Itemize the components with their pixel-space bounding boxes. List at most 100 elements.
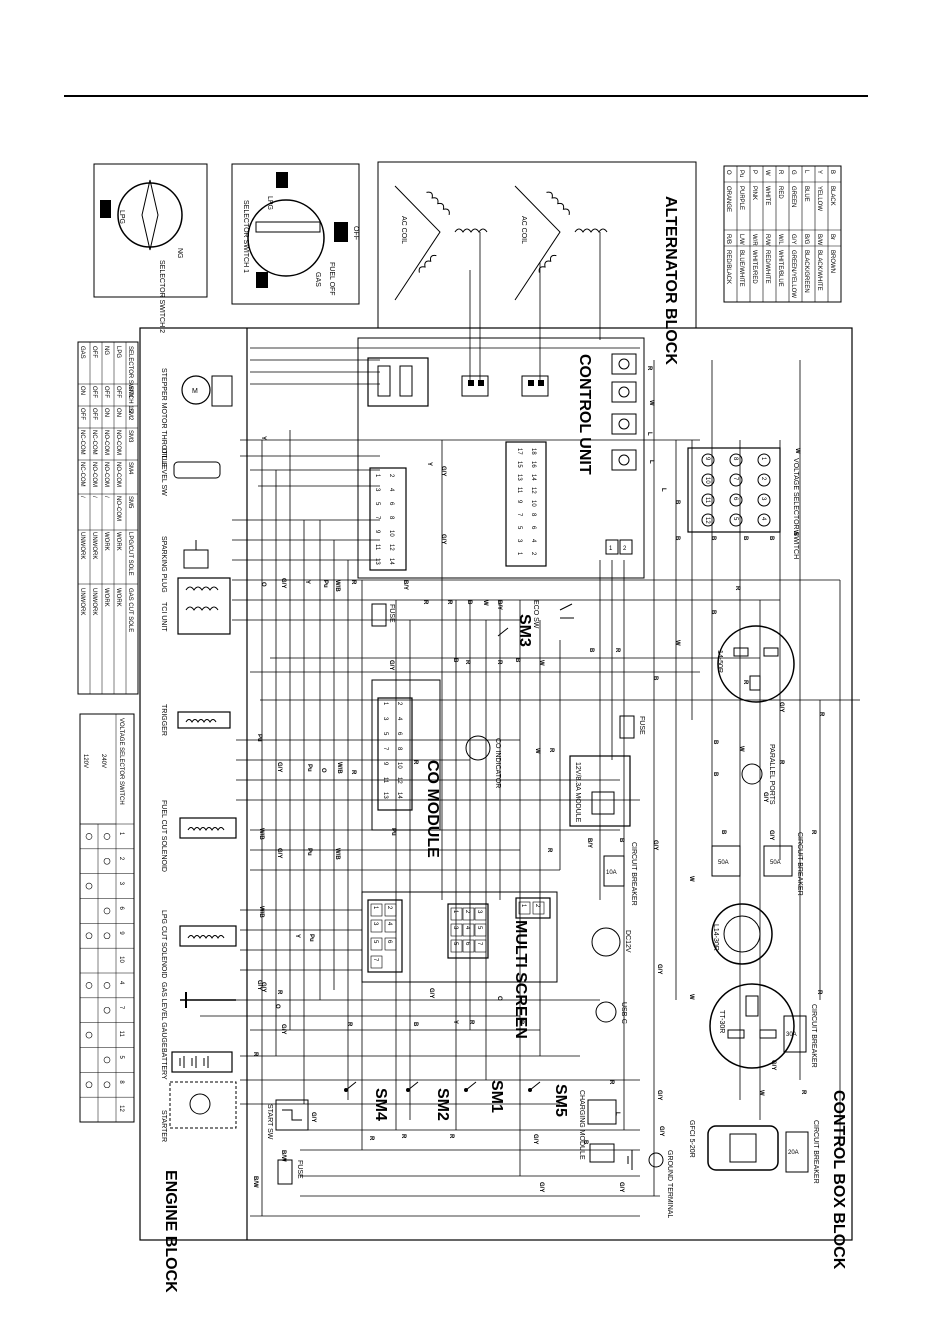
table-cell: OFF — [91, 346, 97, 358]
start-switch: START SW FUSE — [266, 1099, 309, 1185]
pin: 2 — [396, 702, 402, 706]
table-cell: UNWORK — [79, 588, 85, 615]
wire-code: G/Y — [768, 830, 774, 840]
pin: 6 — [396, 732, 402, 736]
control-box-title: CONTROL BOX BLOCK — [830, 1090, 847, 1270]
svg-text:14-50R: 14-50R — [716, 650, 723, 673]
wire-code: G/Y — [428, 988, 434, 998]
legend-cell: YELLOW — [816, 186, 822, 211]
wire-code: G/Y — [656, 1090, 662, 1100]
wire-code: W/B — [258, 828, 264, 840]
circuit-breaker-50a: 50A 50A CIRCUIT BREAKER — [711, 832, 803, 896]
svg-text:FUSE: FUSE — [388, 604, 395, 623]
wire-code: W — [794, 448, 800, 454]
pin: 1 — [520, 904, 526, 908]
charging-module: CHARGING MODULE — [578, 1090, 617, 1163]
svg-text:10A: 10A — [606, 870, 617, 876]
legend-cell: B/G — [803, 234, 809, 245]
wire-code: G/Y — [778, 702, 784, 712]
pin: 10 — [530, 500, 536, 507]
voltage-col: 5 — [118, 1056, 124, 1060]
legend-cell: GREEN/YELLOW — [790, 250, 796, 298]
wire-code: G/Y — [280, 578, 286, 588]
alternator-block: ALTERNATOR BLOCK AC COIL AC COIL — [377, 161, 697, 380]
table-cell: LPG — [115, 346, 121, 358]
sm4-label: SM4 — [372, 1088, 389, 1121]
oil-level-sw: OIL LEVEL SW — [160, 448, 221, 496]
battery: BATTERY — [160, 1048, 233, 1080]
wire-code: Pu — [390, 828, 396, 836]
wire-code: B — [412, 1022, 418, 1027]
wire-code: B — [518, 1020, 524, 1025]
co-indicator: CO INDICATOR — [465, 735, 501, 788]
table-cell: NO-COM — [115, 462, 121, 487]
wire-code: L — [646, 432, 652, 436]
table-cell: NC-COM — [79, 462, 85, 487]
wire-code: G/Y — [538, 1182, 544, 1192]
pin: 1 — [760, 457, 766, 461]
wire-code: B — [768, 536, 774, 541]
table-cell: WORK — [115, 532, 121, 551]
legend-cell: Pu — [738, 170, 744, 177]
wire-code: R — [548, 748, 554, 753]
wire-code: B — [674, 500, 680, 505]
svg-text:OIL LEVEL SW: OIL LEVEL SW — [160, 448, 167, 496]
svg-text:NG: NG — [176, 248, 183, 259]
legend-cell: B — [829, 170, 835, 174]
pin: 4 — [386, 922, 392, 926]
legend-cell: Y — [816, 170, 822, 174]
table-cell: ON — [103, 408, 109, 417]
wire-code: B — [742, 536, 748, 541]
wire-code: W — [688, 994, 694, 1000]
alternator-title: ALTERNATOR BLOCK — [662, 196, 679, 365]
table-cell: NC-COM — [91, 430, 97, 455]
svg-text:OFF: OFF — [352, 226, 359, 240]
legend-cell: BLUE — [803, 186, 809, 202]
voltage-col: 10 — [118, 956, 124, 963]
table-cell: ON — [79, 386, 85, 395]
pin: 3 — [516, 539, 522, 543]
svg-text:FUEL CUT SOLENOID: FUEL CUT SOLENOID — [160, 800, 167, 872]
pin: 9 — [374, 530, 380, 534]
engine-title: ENGINE BLOCK — [162, 1170, 179, 1293]
svg-text:GAS LEVEL GAUGE: GAS LEVEL GAUGE — [160, 982, 167, 1048]
pin: 14 — [396, 792, 402, 799]
svg-text:AC COIL: AC COIL — [400, 216, 407, 244]
svg-text:PARALLEL PORTS: PARALLEL PORTS — [768, 744, 775, 805]
wire-code: R — [646, 366, 652, 371]
wire-code: G/Y — [440, 534, 446, 544]
trigger: TRIGGER — [160, 704, 231, 736]
svg-text:START SW: START SW — [266, 1104, 273, 1140]
wire-code: R — [818, 712, 824, 717]
wire-code: L — [648, 460, 654, 464]
wire-code: B — [710, 536, 716, 541]
pin: 7 — [476, 942, 482, 946]
svg-text:TRIGGER: TRIGGER — [160, 704, 167, 736]
svg-text:SPARKING PLUG: SPARKING PLUG — [160, 536, 167, 593]
wire-code: Y — [452, 1020, 458, 1024]
legend-cell: WHITE/RED — [751, 250, 757, 284]
sm5-label: SM5 — [552, 1084, 569, 1117]
wire-code: B/W — [252, 1176, 258, 1188]
wire-code: W — [738, 746, 744, 752]
table-cell: UNWORK — [79, 532, 85, 559]
legend-cell: Br — [829, 234, 835, 240]
receptacle-tt-30r: TT-30R — [709, 983, 795, 1069]
pin: 5 — [516, 526, 522, 530]
wire-code: B — [674, 536, 680, 541]
wire-code: W — [758, 1090, 764, 1096]
wire-code: R — [446, 600, 452, 605]
table-cell: OFF — [115, 386, 121, 398]
wire-code: B — [712, 772, 718, 777]
wire-code: B/Y — [402, 580, 408, 590]
table-cell: OFF — [91, 408, 97, 420]
co-module-title: CO MODULE — [424, 760, 441, 858]
circuit-breaker-10a: 10A CIRCUIT BREAKER — [603, 842, 637, 906]
wire-harness — [200, 347, 860, 1217]
wire-code: G/Y — [656, 964, 662, 974]
legend-cell: R/B — [725, 234, 731, 244]
sm2-label: SM2 — [434, 1088, 451, 1121]
wire-code: B — [720, 830, 726, 835]
wire-code: B — [652, 676, 658, 681]
